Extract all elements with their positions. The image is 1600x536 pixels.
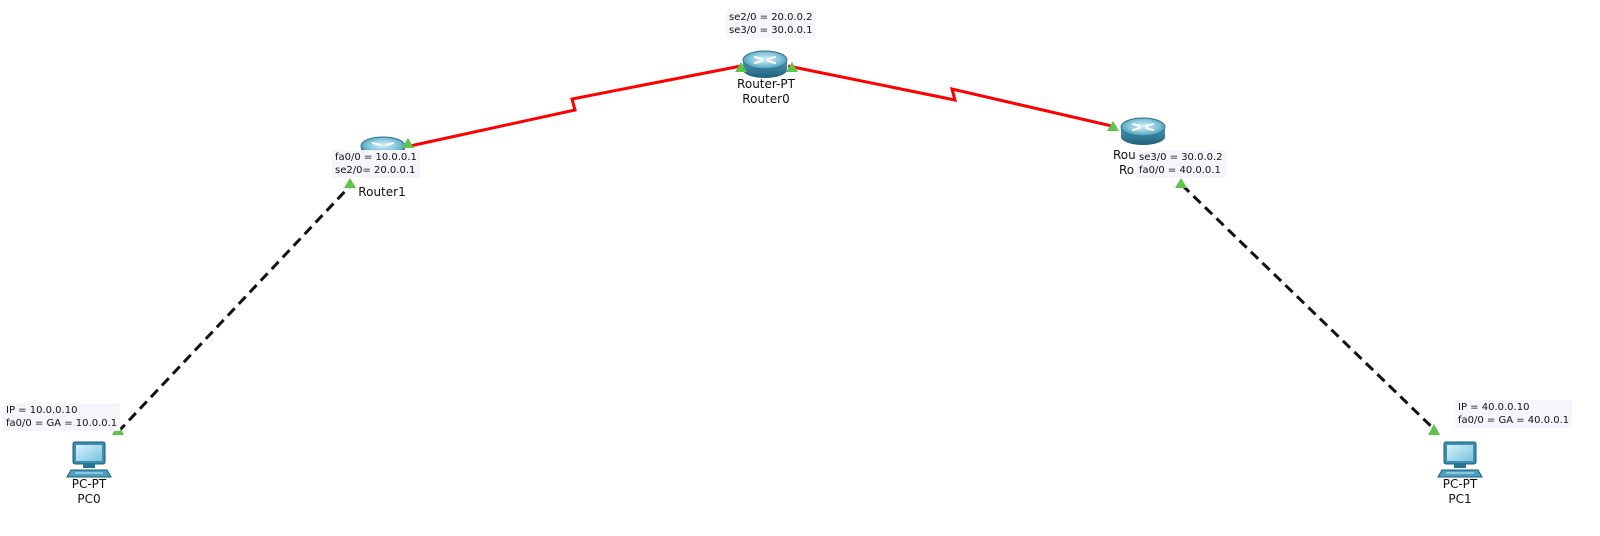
note-router2[interactable]: se3/0 = 30.0.0.2 fa0/0 = 40.0.0.1 — [1136, 150, 1226, 178]
router2-name: Ro — [1119, 163, 1135, 177]
router0-icon[interactable] — [742, 50, 788, 78]
router0-label: Router-PT Router0 — [730, 77, 802, 107]
link-led-router0-left — [735, 62, 747, 72]
link-led-pc1 — [1428, 424, 1440, 435]
note-router0-line2: se3/0 = 30.0.0.1 — [729, 25, 813, 36]
ethernet-link-pc0-router1[interactable] — [116, 184, 352, 434]
router1-label: Router1 — [352, 185, 412, 200]
router1-name: Router1 — [358, 185, 406, 199]
link-led-router1-ethernet — [344, 178, 356, 188]
ethernet-link-router2-pc1[interactable] — [1180, 183, 1439, 434]
note-router1-line1: fa0/0 = 10.0.0.1 — [335, 152, 417, 163]
pc1-name: PC1 — [1448, 492, 1472, 506]
note-router2-line2: fa0/0 = 40.0.0.1 — [1139, 165, 1221, 176]
pc0-name: PC0 — [77, 492, 101, 506]
note-pc0[interactable]: IP = 10.0.0.10 fa0/0 = GA = 10.0.0.1 — [3, 403, 121, 431]
router2-icon[interactable] — [1120, 117, 1166, 145]
router0-name: Router0 — [742, 92, 790, 106]
serial-link-router1-router0[interactable] — [409, 64, 742, 148]
router0-model: Router-PT — [737, 77, 795, 91]
note-pc0-line2: fa0/0 = GA = 10.0.0.1 — [6, 418, 118, 429]
pc1-icon[interactable] — [1437, 441, 1483, 478]
note-router0-line1: se2/0 = 20.0.0.2 — [729, 12, 813, 23]
note-router2-line1: se3/0 = 30.0.0.2 — [1139, 152, 1223, 163]
link-led-router0-right — [786, 62, 798, 72]
pc0-label: PC-PT PC0 — [60, 477, 118, 507]
router2-model: Rou — [1113, 148, 1136, 162]
router2-label: Rou Ro — [1113, 148, 1136, 178]
serial-link-router0-router2[interactable] — [787, 64, 1117, 129]
link-led-router2-ethernet — [1175, 178, 1187, 188]
note-router1[interactable]: fa0/0 = 10.0.0.1 se2/0= 20.0.0.1 — [332, 150, 420, 178]
pc1-label: PC-PT PC1 — [1431, 477, 1489, 507]
pc0-icon[interactable] — [66, 441, 112, 478]
note-pc1[interactable]: IP = 40.0.0.10 fa0/0 = GA = 40.0.0.1 — [1455, 400, 1573, 428]
note-router1-line2: se2/0= 20.0.0.1 — [335, 165, 416, 176]
note-router0[interactable]: se2/0 = 20.0.0.2 se3/0 = 30.0.0.1 — [726, 10, 816, 38]
note-pc1-line2: fa0/0 = GA = 40.0.0.1 — [1458, 415, 1570, 426]
pc0-model: PC-PT — [71, 477, 107, 491]
link-led-router1-serial — [402, 138, 414, 148]
note-pc1-line1: IP = 40.0.0.10 — [1458, 402, 1530, 413]
note-pc0-line1: IP = 10.0.0.10 — [6, 405, 78, 416]
pc1-model: PC-PT — [1442, 477, 1478, 491]
link-led-router2-serial — [1107, 121, 1119, 131]
